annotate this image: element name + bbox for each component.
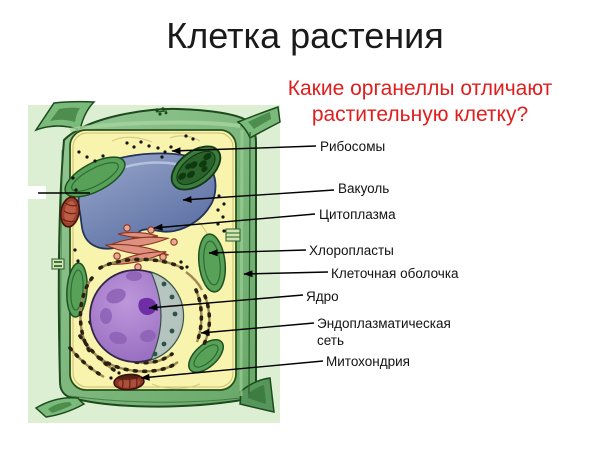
leader-cytoplasm [153, 213, 316, 231]
plasmodesma-left [51, 258, 65, 270]
leader-nucleus [148, 294, 304, 311]
label-nucleus: Ядро [306, 289, 339, 304]
leader-ribosomes [171, 145, 317, 155]
cell-wall-flare-bottom-left [34, 396, 86, 418]
leader-cell-wall [243, 270, 329, 278]
cell-wall-flare-top-left [34, 100, 96, 132]
label-endoplasmic-reticulum: Эндоплазматическая сеть [317, 316, 451, 348]
leader-chloroplasts [208, 249, 307, 257]
chloroplast-granal [170, 145, 222, 191]
page-title: Клетка растения [166, 15, 444, 56]
question-text: Какие органеллы отличают растительную кл… [268, 76, 572, 128]
label-chloroplasts: Хлоропласты [309, 243, 394, 258]
label-ribosomes: Рибосомы [320, 139, 386, 154]
question-line-1: Какие органеллы отличают [287, 77, 553, 100]
chromatin [100, 271, 156, 345]
nuclear-envelope [149, 271, 185, 361]
leader-mitochondrion [140, 360, 324, 381]
label-cell-wall: Клеточная оболочка [331, 266, 459, 281]
top-wall-pore [155, 107, 168, 116]
question-line-2: растительную клетку? [311, 103, 529, 126]
leader-lines [140, 145, 335, 381]
mitochondrion-left [59, 196, 81, 228]
chloroplast-right [197, 233, 227, 293]
mitochondrion-bottom [113, 373, 145, 391]
leader-vacuole [182, 189, 335, 203]
chloroplasts [64, 156, 227, 374]
nucleus [89, 269, 185, 363]
white-patch [0, 186, 46, 199]
leader-er [200, 322, 315, 336]
label-vacuole: Вакуоль [338, 181, 390, 196]
ribosome-dots [71, 134, 226, 380]
chloroplast-bottom-right [187, 338, 225, 374]
label-cytoplasm: Цитоплазма [319, 207, 396, 222]
plasmodesma-right [225, 228, 241, 242]
cell-wall-flare-top-right [236, 105, 281, 140]
label-mitochondrion: Митохондрия [326, 354, 410, 369]
